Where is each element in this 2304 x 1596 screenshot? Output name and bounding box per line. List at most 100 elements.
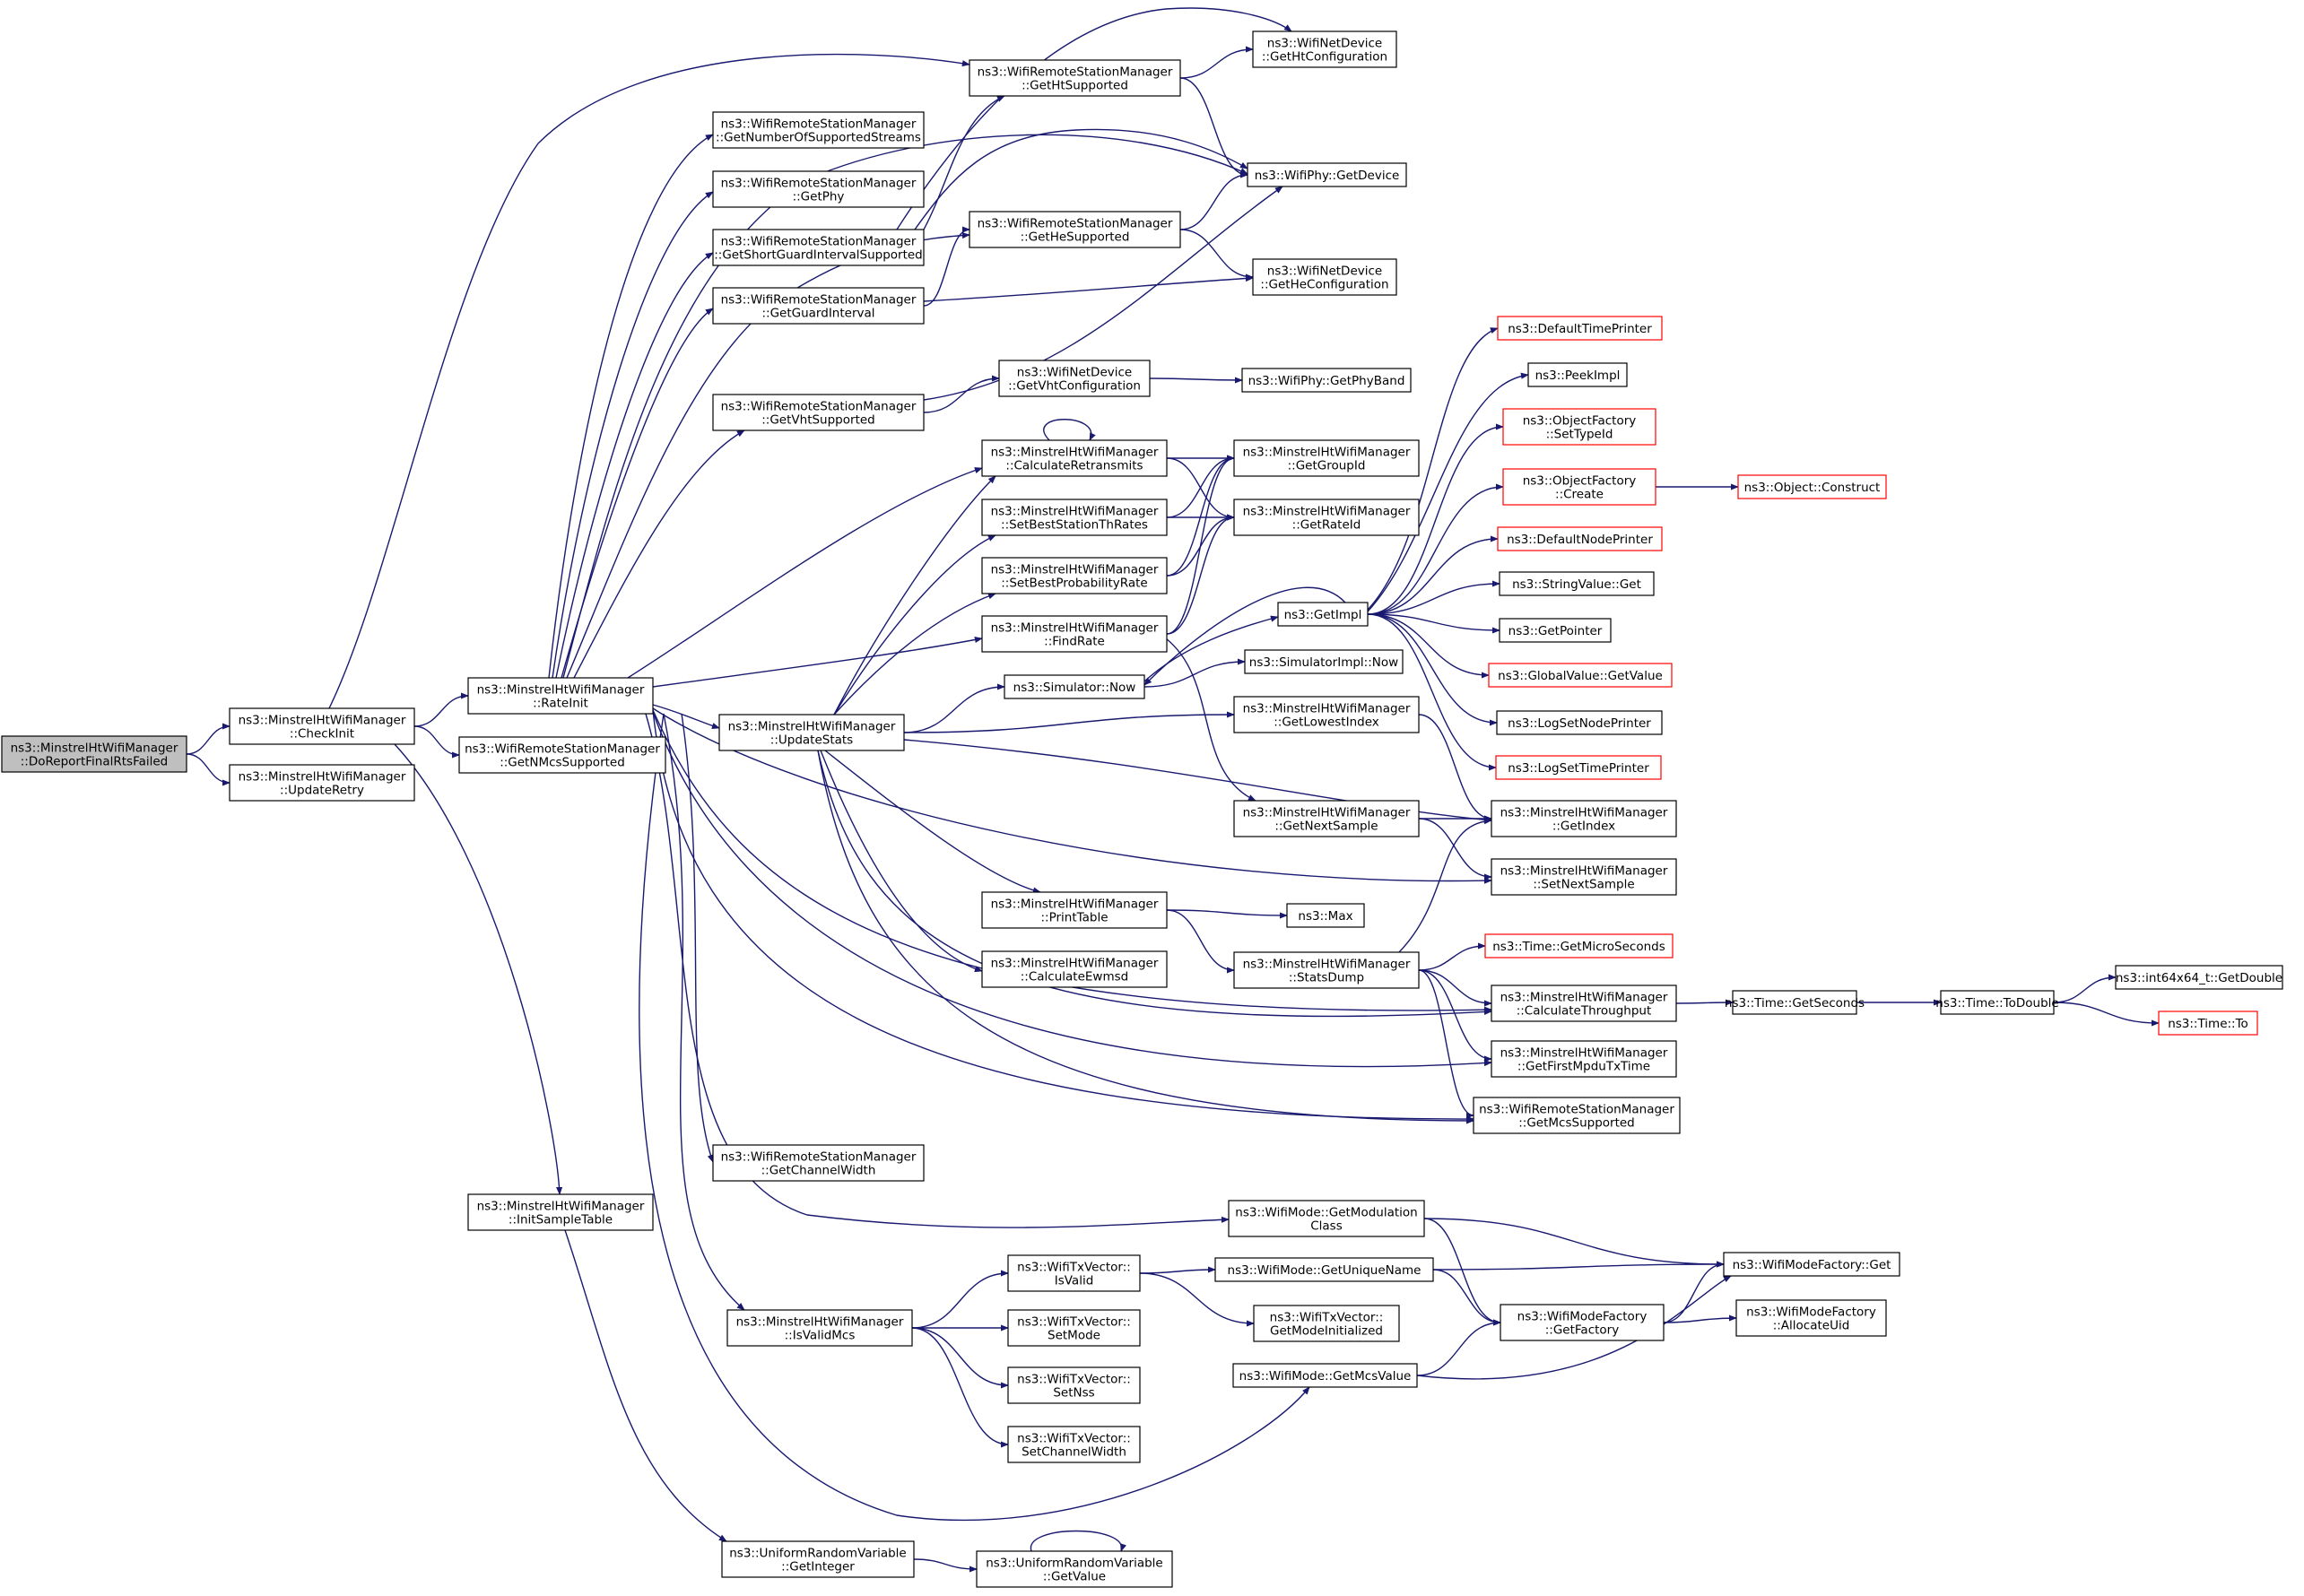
function-node-ofcreate[interactable]: ns3::ObjectFactory::Create bbox=[1502, 468, 1656, 506]
function-node-simimplnow[interactable]: ns3::SimulatorImpl::Now bbox=[1244, 649, 1404, 674]
function-node-label: ns3::WifiModeFactory bbox=[1746, 1305, 1876, 1320]
function-node-getmcsval[interactable]: ns3::WifiMode::GetMcsValue bbox=[1232, 1363, 1418, 1388]
function-node-printtable[interactable]: ns3::MinstrelHtWifiManager::PrintTable bbox=[981, 891, 1168, 929]
function-node-gvgetvalue[interactable]: ns3::GlobalValue::GetValue bbox=[1488, 663, 1673, 688]
function-node-label: ns3::WifiMode::GetUniqueName bbox=[1228, 1263, 1422, 1278]
function-node-getgi[interactable]: ns3::WifiRemoteStationManager::GetGuardI… bbox=[712, 287, 925, 325]
call-edge-isvalidmcs-to-txsetchw bbox=[911, 1327, 1009, 1448]
function-node-label: ns3::MinstrelHtWifiManager bbox=[1243, 702, 1411, 716]
function-node-box bbox=[1737, 474, 1887, 499]
function-node-logtime[interactable]: ns3::LogSetTimePrinter bbox=[1495, 755, 1662, 780]
function-node-label: ns3::StringValue::Get bbox=[1512, 577, 1641, 592]
function-node-getnss[interactable]: ns3::WifiRemoteStationManager::GetNumber… bbox=[712, 111, 925, 149]
function-node-mfget[interactable]: ns3::WifiModeFactory::Get bbox=[1723, 1252, 1900, 1277]
function-node-getnextsample[interactable]: ns3::MinstrelHtWifiManager::GetNextSampl… bbox=[1233, 800, 1420, 837]
function-node-calcthr[interactable]: ns3::MinstrelHtWifiManager::CalculateThr… bbox=[1491, 984, 1677, 1022]
call-edge-simnow-to-simimplnow bbox=[1143, 658, 1246, 688]
function-node-findrate[interactable]: ns3::MinstrelHtWifiManager::FindRate bbox=[981, 615, 1168, 653]
function-node-nd_getvht[interactable]: ns3::WifiNetDevice::GetVhtConfiguration bbox=[998, 360, 1151, 397]
function-node-setbestth[interactable]: ns3::MinstrelHtWifiManager::SetBestStati… bbox=[981, 499, 1168, 536]
function-node-getfirstmpdu[interactable]: ns3::MinstrelHtWifiManager::GetFirstMpdu… bbox=[1491, 1040, 1677, 1078]
call-edge-checkinit-to-rateinit bbox=[413, 692, 469, 727]
function-node-root[interactable]: ns3::MinstrelHtWifiManager::DoReportFina… bbox=[1, 735, 187, 773]
function-node-getpointer[interactable]: ns3::GetPointer bbox=[1499, 618, 1612, 643]
function-node-txsetchw[interactable]: ns3::WifiTxVector::SetChannelWidth bbox=[1007, 1426, 1141, 1463]
function-node-lognode[interactable]: ns3::LogSetNodePrinter bbox=[1496, 710, 1663, 735]
function-node-objconstruct[interactable]: ns3::Object::Construct bbox=[1737, 474, 1887, 499]
function-node-checkinit[interactable]: ns3::MinstrelHtWifiManager::CheckInit bbox=[229, 707, 415, 745]
function-node-urvint[interactable]: ns3::UniformRandomVariable::GetInteger bbox=[721, 1540, 915, 1578]
function-node-uniquename[interactable]: ns3::WifiMode::GetUniqueName bbox=[1214, 1257, 1434, 1282]
function-node-updatestats[interactable]: ns3::MinstrelHtWifiManager::UpdateStats bbox=[718, 714, 905, 751]
function-node-setnextsample[interactable]: ns3::MinstrelHtWifiManager::SetNextSampl… bbox=[1491, 858, 1677, 896]
call-edge-getimpl-to-defnode bbox=[1367, 535, 1499, 615]
function-node-label: ns3::WifiRemoteStationManager bbox=[721, 117, 917, 132]
function-node-getphy[interactable]: ns3::WifiRemoteStationManager::GetPhy bbox=[712, 170, 925, 208]
function-node-box bbox=[712, 229, 925, 266]
function-node-label: ns3::GetPointer bbox=[1508, 624, 1603, 638]
function-node-phy_band[interactable]: ns3::WifiPhy::GetPhyBand bbox=[1241, 368, 1412, 393]
function-node-modeinit[interactable]: ns3::WifiTxVector::GetModeInitialized bbox=[1253, 1305, 1400, 1342]
function-node-todouble[interactable]: ns3::Time::ToDouble bbox=[1935, 990, 2059, 1015]
call-edge-getht-to-nd_getht bbox=[1179, 46, 1254, 79]
function-node-box bbox=[981, 557, 1168, 594]
function-node-getvht[interactable]: ns3::WifiRemoteStationManager::GetVhtSup… bbox=[712, 394, 925, 431]
function-node-nd_gethe[interactable]: ns3::WifiNetDevice::GetHeConfiguration bbox=[1252, 258, 1397, 296]
function-node-box bbox=[1723, 1252, 1900, 1277]
function-node-ofsettype[interactable]: ns3::ObjectFactory::SetTypeId bbox=[1502, 408, 1656, 446]
function-node-updateretry[interactable]: ns3::MinstrelHtWifiManager::UpdateRetry bbox=[229, 764, 415, 802]
function-node-getchw[interactable]: ns3::WifiRemoteStationManager::GetChanne… bbox=[712, 1144, 925, 1182]
call-edge-getlowest-to-getindex bbox=[1418, 714, 1492, 822]
function-node-max[interactable]: ns3::Max bbox=[1286, 903, 1365, 928]
function-node-getindex[interactable]: ns3::MinstrelHtWifiManager::GetIndex bbox=[1491, 800, 1677, 837]
function-node-label: ::GetRateId bbox=[1292, 518, 1361, 533]
function-node-phy_getdev[interactable]: ns3::WifiPhy::GetDevice bbox=[1247, 162, 1407, 187]
function-node-txvalid[interactable]: ns3::WifiTxVector::IsValid bbox=[1007, 1254, 1141, 1292]
function-node-simnow[interactable]: ns3::Simulator::Now bbox=[1004, 674, 1145, 699]
function-node-label: ns3::DefaultTimePrinter bbox=[1508, 322, 1652, 336]
function-node-statsdump[interactable]: ns3::MinstrelHtWifiManager::StatsDump bbox=[1233, 951, 1420, 989]
function-node-peekimpl[interactable]: ns3::PeekImpl bbox=[1527, 362, 1628, 387]
function-node-label: ns3::WifiMode::GetMcsValue bbox=[1239, 1369, 1412, 1383]
function-node-getmcssup[interactable]: ns3::WifiRemoteStationManager::GetMcsSup… bbox=[1473, 1097, 1681, 1134]
function-node-isvalidmcs[interactable]: ns3::MinstrelHtWifiManager::IsValidMcs bbox=[726, 1309, 913, 1347]
function-node-timesec[interactable]: ns3::Time::GetSeconds bbox=[1725, 990, 1865, 1015]
function-node-getrateid[interactable]: ns3::MinstrelHtWifiManager::GetRateId bbox=[1233, 499, 1420, 536]
function-node-nd_getht[interactable]: ns3::WifiNetDevice::GetHtConfiguration bbox=[1252, 30, 1397, 68]
function-node-getnmcs[interactable]: ns3::WifiRemoteStationManager::GetNMcsSu… bbox=[458, 736, 666, 774]
function-node-timeto[interactable]: ns3::Time::To bbox=[2158, 1011, 2258, 1036]
function-node-defnode[interactable]: ns3::DefaultNodePrinter bbox=[1497, 526, 1663, 551]
function-node-getimpl[interactable]: ns3::GetImpl bbox=[1277, 602, 1369, 627]
call-edge-rateinit-to-findrate bbox=[652, 636, 983, 688]
function-node-rateinit[interactable]: ns3::MinstrelHtWifiManager::RateInit bbox=[467, 677, 654, 715]
function-node-box bbox=[1496, 710, 1663, 735]
function-node-strget[interactable]: ns3::StringValue::Get bbox=[1499, 571, 1655, 596]
function-node-calcretr[interactable]: ns3::MinstrelHtWifiManager::CalculateRet… bbox=[981, 439, 1168, 477]
function-node-box bbox=[981, 950, 1168, 988]
function-node-getgroupid[interactable]: ns3::MinstrelHtWifiManager::GetGroupId bbox=[1233, 439, 1420, 477]
function-node-getlowest[interactable]: ns3::MinstrelHtWifiManager::GetLowestInd… bbox=[1233, 696, 1420, 733]
function-node-label: ::PrintTable bbox=[1040, 911, 1108, 925]
function-node-box bbox=[1488, 663, 1673, 688]
function-node-getsgi[interactable]: ns3::WifiRemoteStationManager::GetShortG… bbox=[712, 229, 925, 266]
function-node-setbestprob[interactable]: ns3::MinstrelHtWifiManager::SetBestProba… bbox=[981, 557, 1168, 594]
function-node-urvval[interactable]: ns3::UniformRandomVariable::GetValue bbox=[976, 1550, 1173, 1588]
function-node-label: Class bbox=[1310, 1219, 1343, 1234]
function-node-getmicro[interactable]: ns3::Time::GetMicroSeconds bbox=[1484, 933, 1674, 958]
function-node-label: ::GetHtSupported bbox=[1022, 79, 1128, 93]
function-node-getfactory[interactable]: ns3::WifiModeFactory::GetFactory bbox=[1500, 1304, 1665, 1341]
call-edge-rateinit-to-getvht bbox=[573, 429, 745, 679]
function-node-deftime[interactable]: ns3::DefaultTimePrinter bbox=[1497, 316, 1663, 341]
function-node-calcewmsd[interactable]: ns3::MinstrelHtWifiManager::CalculateEwm… bbox=[981, 950, 1168, 988]
function-node-i64double[interactable]: ns3::int64x64_t::GetDouble bbox=[2115, 965, 2283, 990]
function-node-box bbox=[229, 764, 415, 802]
function-node-txsetmode[interactable]: ns3::WifiTxVector::SetMode bbox=[1007, 1309, 1141, 1347]
function-node-allocuid[interactable]: ns3::WifiModeFactory::AllocateUid bbox=[1735, 1299, 1887, 1337]
call-edge-statsdump-to-getmcssup bbox=[1418, 969, 1474, 1119]
function-node-label: ns3::WifiRemoteStationManager bbox=[978, 217, 1173, 231]
function-node-txsetnss[interactable]: ns3::WifiTxVector::SetNss bbox=[1007, 1366, 1141, 1404]
function-node-gethe[interactable]: ns3::WifiRemoteStationManager::GetHeSupp… bbox=[969, 211, 1181, 248]
function-node-initsample[interactable]: ns3::MinstrelHtWifiManager::InitSampleTa… bbox=[467, 1193, 654, 1231]
function-node-getht[interactable]: ns3::WifiRemoteStationManager::GetHtSupp… bbox=[969, 59, 1181, 97]
